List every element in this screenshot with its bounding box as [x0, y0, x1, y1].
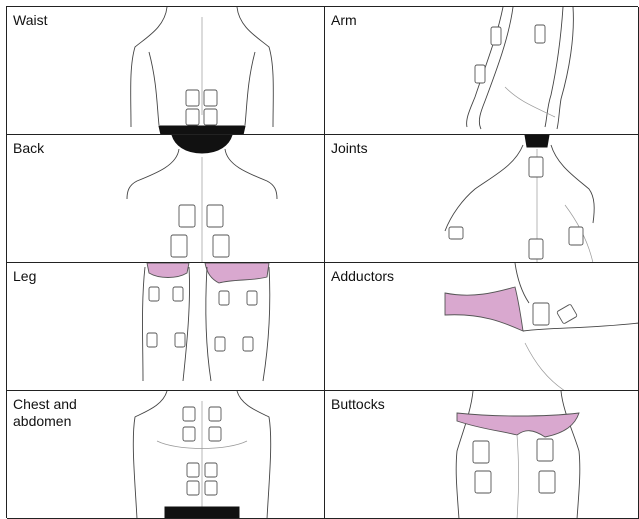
- leg-illustration: [7, 263, 325, 391]
- panel-adductors: Adductors: [325, 263, 639, 391]
- electrode-placement-grid: Waist Arm Back: [6, 6, 638, 518]
- panel-joints: Joints: [325, 135, 639, 263]
- panel-arm: Arm: [325, 7, 639, 135]
- joints-illustration: [325, 135, 639, 263]
- waist-illustration: [7, 7, 325, 135]
- panel-leg: Leg: [7, 263, 325, 391]
- chest-and-abdomen-illustration: [7, 391, 325, 519]
- panel-chest-and-abdomen: Chest and abdomen: [7, 391, 325, 519]
- arm-illustration: [325, 7, 639, 135]
- adductors-illustration: [325, 263, 639, 391]
- panel-waist: Waist: [7, 7, 325, 135]
- buttocks-illustration: [325, 391, 639, 519]
- panel-back: Back: [7, 135, 325, 263]
- back-illustration: [7, 135, 325, 263]
- panel-buttocks: Buttocks: [325, 391, 639, 519]
